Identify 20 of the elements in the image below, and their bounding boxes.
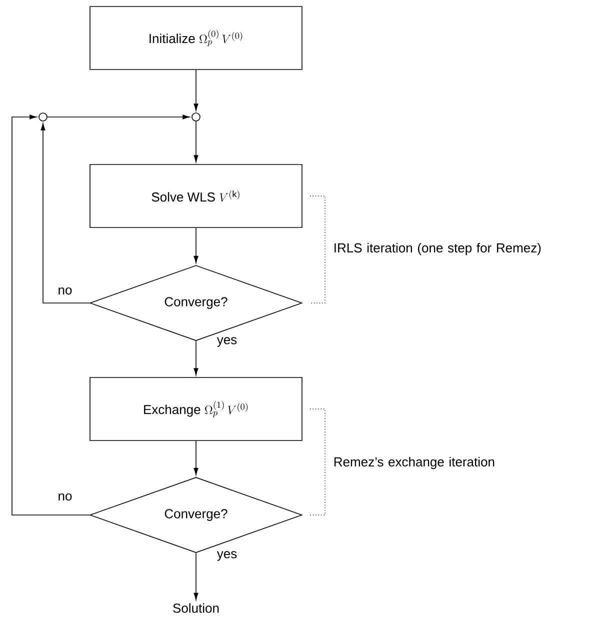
arrow xyxy=(194,440,198,476)
end-text: Solution xyxy=(173,603,219,613)
arrow xyxy=(12,114,90,516)
arrow xyxy=(194,121,198,162)
process-box: Exchange $\Omega_p^{(1)}\,V^{(0)}$ xyxy=(90,377,302,441)
arrow xyxy=(194,70,198,111)
arrow xyxy=(47,114,190,120)
annotation-text: Remez’s exchange iteration xyxy=(334,456,494,470)
process-box: Initialize $\Omega_p^{(0)}\,V^{(0)}$ xyxy=(90,6,302,70)
junction-circle xyxy=(192,112,200,122)
arrow xyxy=(194,552,198,600)
edge-label: no xyxy=(56,492,74,502)
process-box: Solve WLS $V^{(\mathrm{k})}$ xyxy=(90,164,302,228)
junction-circle xyxy=(38,112,48,122)
arrow xyxy=(194,340,198,376)
arrow xyxy=(40,123,90,304)
edge-label: no xyxy=(56,286,74,296)
annotation-text: IRLS iteration (one step for Remez) xyxy=(334,242,541,256)
edge-label: yes xyxy=(216,550,238,562)
arrow xyxy=(194,228,198,264)
